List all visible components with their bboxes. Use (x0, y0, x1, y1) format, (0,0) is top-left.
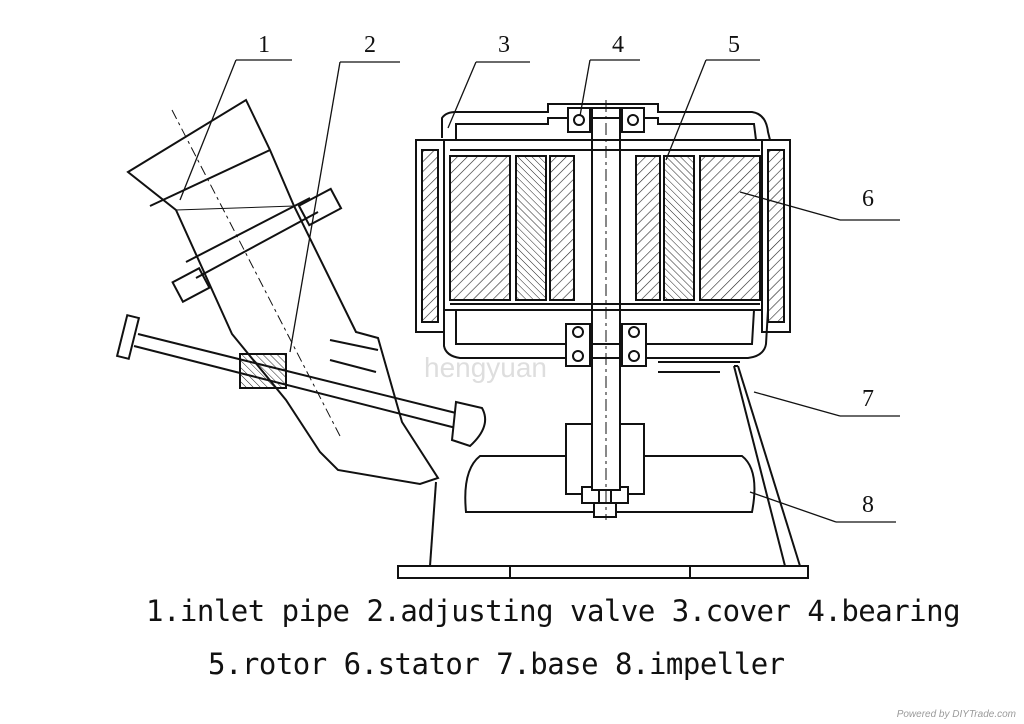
site-credit: Powered by DIYTrade.com (896, 709, 1016, 720)
callout-1: 1 (258, 32, 270, 58)
adjusting-valve (115, 313, 486, 448)
motor-shaft (591, 100, 621, 520)
base-frame (397, 361, 809, 579)
callout-4: 4 (612, 32, 624, 58)
callout-leaders (179, 59, 900, 523)
stator (449, 149, 761, 305)
rotor (515, 155, 695, 301)
callout-5: 5 (728, 32, 740, 58)
inlet-pipe (126, 98, 440, 486)
motor-cover (415, 103, 791, 359)
callout-8: 8 (862, 492, 874, 518)
watermark: hengyuan (424, 352, 548, 383)
callout-6: 6 (862, 186, 874, 212)
legend-line-1: 1.inlet pipe 2.adjusting valve 3.cover 4… (146, 594, 961, 628)
callout-2: 2 (364, 32, 376, 58)
callout-7: 7 (862, 386, 874, 412)
legend-line-2: 5.rotor 6.stator 7.base 8.impeller (208, 647, 785, 681)
bearing-bottom (565, 323, 647, 367)
callout-3: 3 (498, 32, 510, 58)
bearing-top (567, 107, 645, 133)
